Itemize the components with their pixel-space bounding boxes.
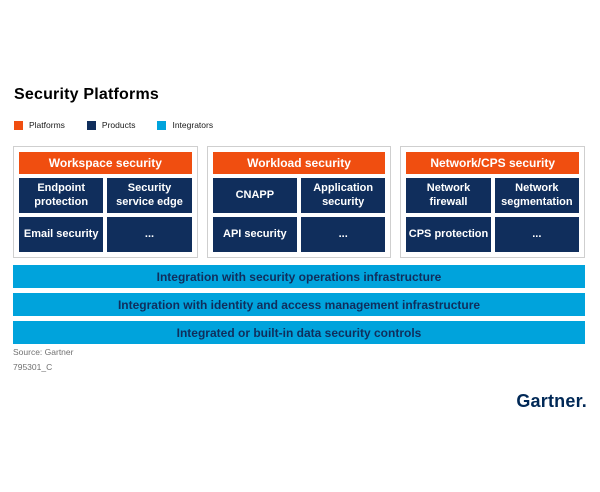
platform-header: Workspace security bbox=[19, 152, 192, 174]
legend-item-products: Products bbox=[86, 120, 136, 130]
platform-column-workload: Workload security CNAPP Application secu… bbox=[206, 146, 392, 258]
platform-column-workspace: Workspace security Endpoint protection S… bbox=[13, 146, 198, 258]
platform-column-network-cps: Network/CPS security Network firewall Ne… bbox=[400, 146, 586, 258]
page-title: Security Platforms bbox=[14, 86, 159, 103]
integrator-bar-data-security: Integrated or built-in data security con… bbox=[13, 321, 585, 344]
product-cell-ellipsis: ... bbox=[301, 217, 386, 252]
product-cell: Email security bbox=[19, 217, 104, 252]
product-cell: Network segmentation bbox=[494, 178, 580, 213]
legend-item-integrators: Integrators bbox=[157, 120, 213, 130]
integrator-bar-iam: Integration with identity and access man… bbox=[13, 293, 585, 316]
product-cell: Security service edge bbox=[107, 178, 192, 213]
product-cell: API security bbox=[212, 217, 297, 252]
legend: Platforms Products Integrators bbox=[14, 120, 213, 130]
integrator-bars: Integration with security operations inf… bbox=[13, 265, 585, 349]
product-cell-ellipsis: ... bbox=[107, 217, 192, 252]
product-cell: Application security bbox=[301, 178, 386, 213]
product-cell: CNAPP bbox=[212, 178, 297, 213]
product-grid: CNAPP Application security API security … bbox=[212, 178, 386, 252]
product-cell: Network firewall bbox=[406, 178, 491, 213]
legend-label-products: Products bbox=[101, 120, 136, 130]
product-cell: Endpoint protection bbox=[19, 178, 104, 213]
product-cell: CPS protection bbox=[406, 217, 491, 252]
product-grid: Endpoint protection Security service edg… bbox=[19, 178, 192, 252]
legend-label-platforms: Platforms bbox=[29, 120, 65, 130]
gartner-logo: Gartner. bbox=[516, 391, 587, 411]
source-note: Source: Gartner 795301_C bbox=[13, 345, 73, 375]
product-grid: Network firewall Network segmentation CP… bbox=[406, 178, 580, 252]
legend-label-integrators: Integrators bbox=[172, 120, 214, 130]
platform-header: Network/CPS security bbox=[406, 152, 580, 174]
platforms-swatch-icon bbox=[14, 120, 23, 130]
source-line: Source: Gartner bbox=[13, 347, 74, 357]
platform-columns: Workspace security Endpoint protection S… bbox=[13, 146, 586, 258]
integrator-bar-secops: Integration with security operations inf… bbox=[13, 265, 585, 288]
document-id: 795301_C bbox=[13, 362, 53, 372]
legend-item-platforms: Platforms bbox=[14, 120, 65, 130]
platform-header: Workload security bbox=[212, 152, 386, 174]
integrators-swatch-icon bbox=[157, 120, 167, 130]
products-swatch-icon bbox=[86, 120, 96, 130]
product-cell-ellipsis: ... bbox=[494, 217, 580, 252]
